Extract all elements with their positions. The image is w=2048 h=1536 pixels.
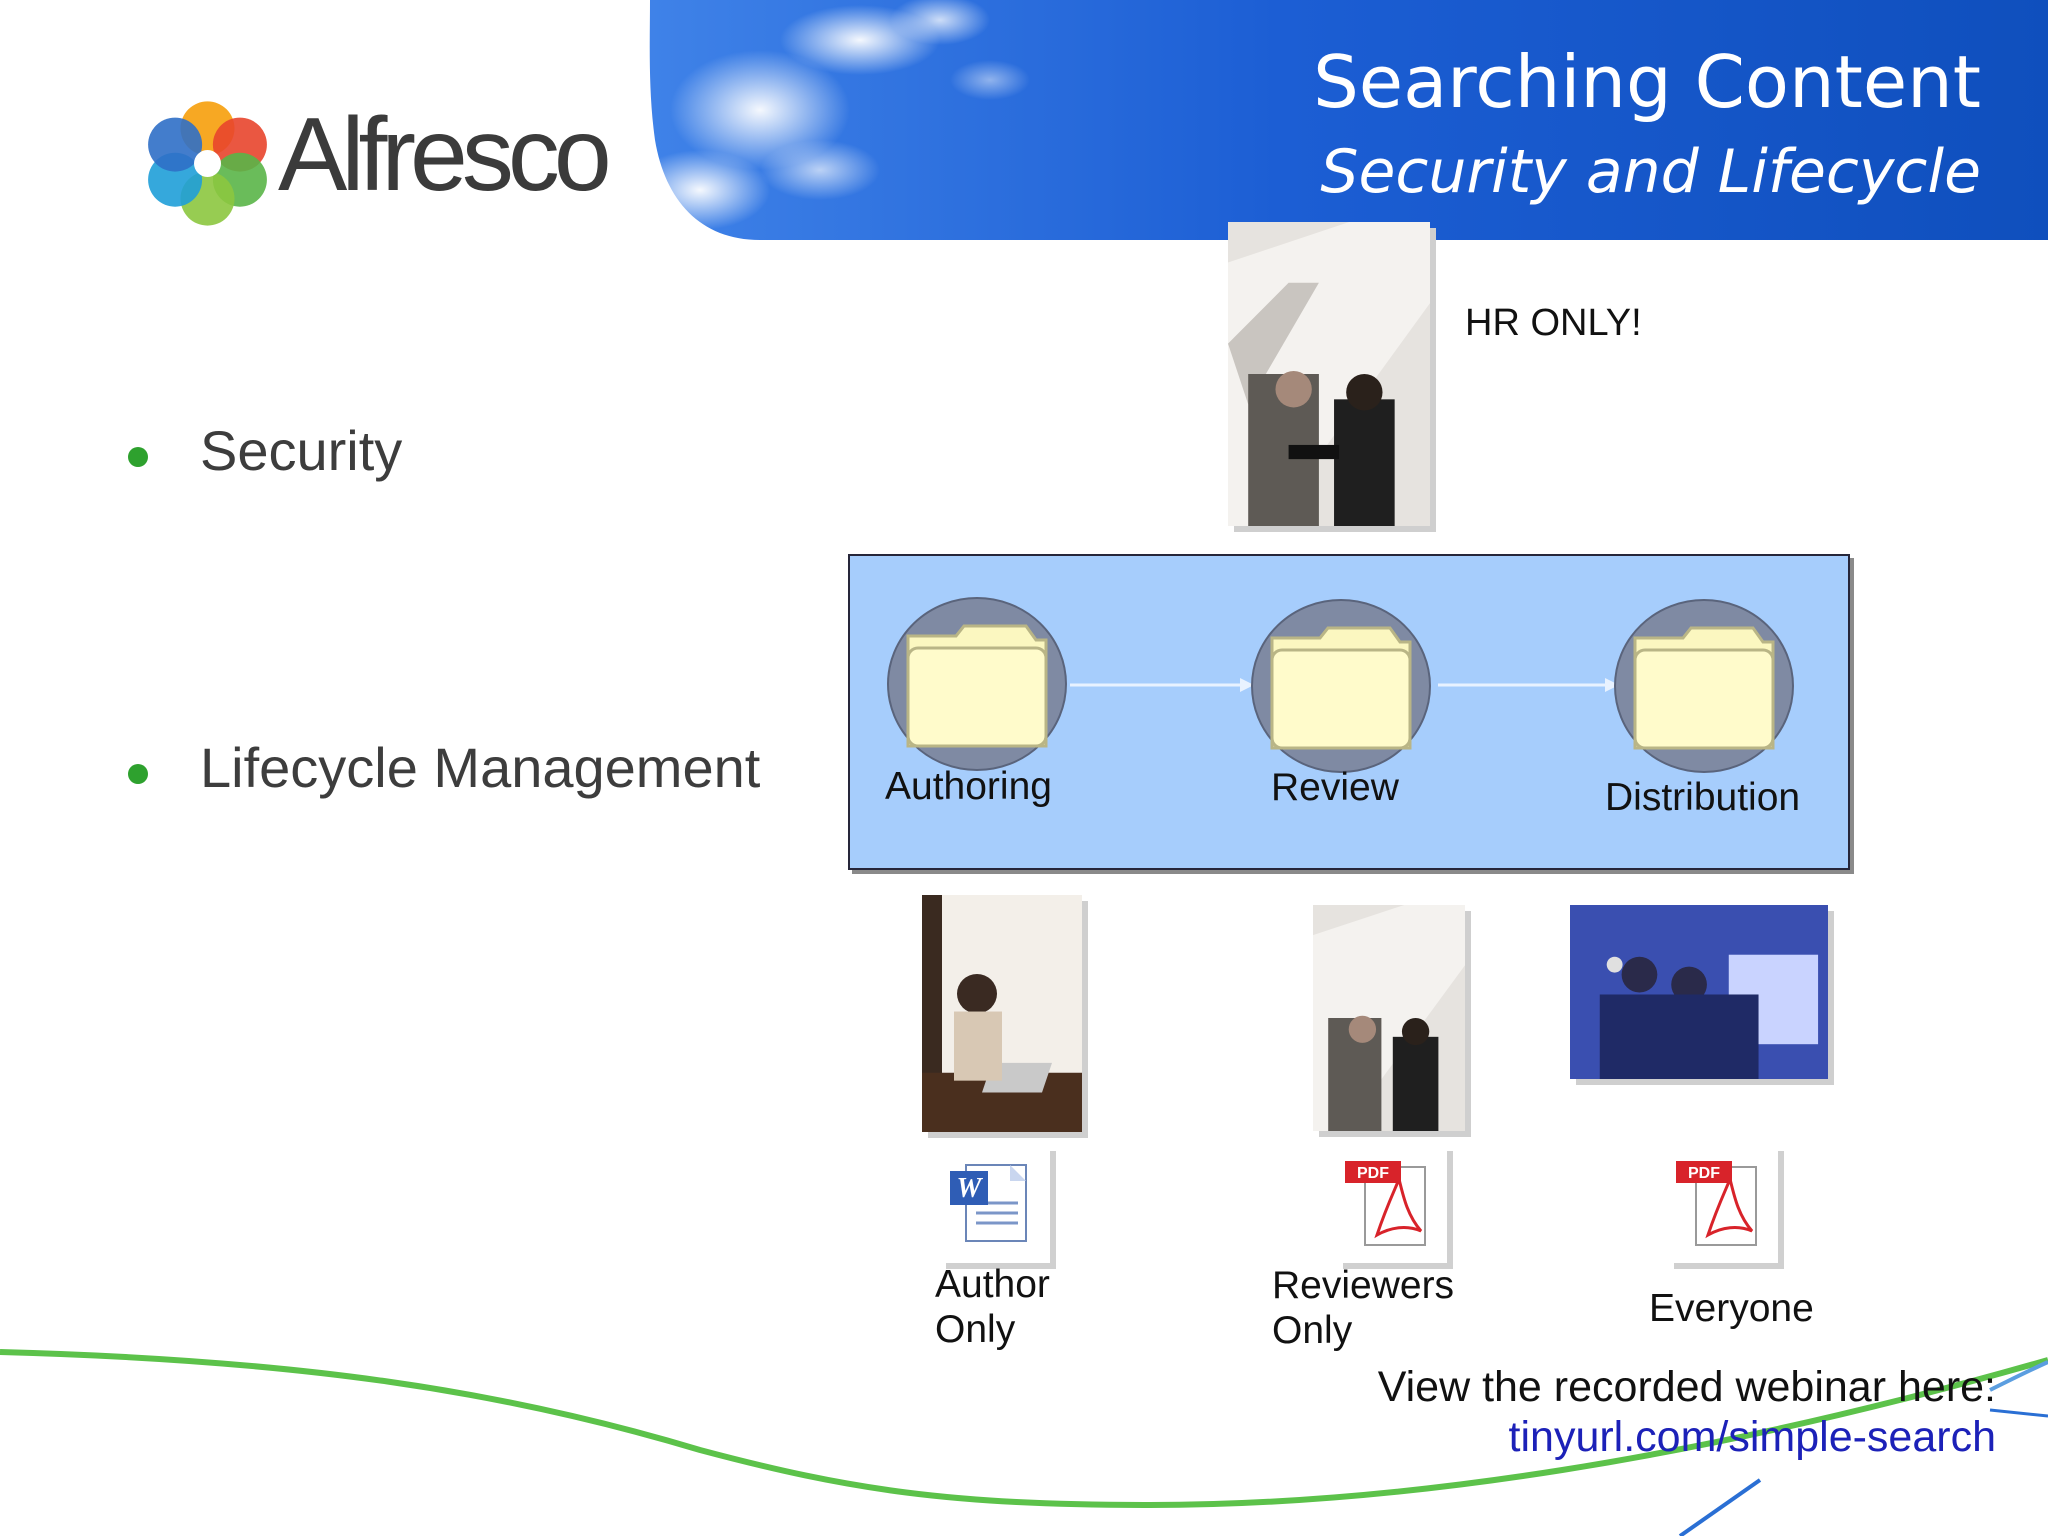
stage-distribution[interactable]: [1613, 598, 1795, 774]
caption-line: Everyone: [1649, 1287, 1814, 1330]
everyone-document[interactable]: PDF: [1668, 1145, 1778, 1263]
stage-label-authoring: Authoring: [885, 765, 1052, 808]
folder-icon: [887, 597, 1067, 771]
stage-review[interactable]: [1250, 598, 1432, 774]
security-note: HR ONLY!: [1465, 302, 1642, 344]
svg-text:PDF: PDF: [1357, 1165, 1389, 1182]
word-document-icon: W: [950, 1164, 1027, 1242]
webinar-link[interactable]: tinyurl.com/simple-search: [1508, 1413, 1996, 1461]
caption-line: Author: [935, 1263, 1050, 1306]
stage-label-distribution: Distribution: [1605, 776, 1801, 819]
bullet-marker: [128, 764, 148, 784]
caption-line: Only: [1272, 1309, 1353, 1352]
caption-reviewers-only: Reviewers Only: [1272, 1263, 1454, 1353]
bullet-lifecycle: Lifecycle Management: [200, 736, 761, 799]
slide-title: Searching Content: [1313, 40, 1981, 124]
logo-wordmark: Alfresco: [278, 97, 612, 213]
stage-label-review: Review: [1271, 766, 1399, 809]
webinar-text: View the recorded webinar here:: [1377, 1363, 1996, 1411]
pdf-document-icon: PDF: [1345, 1161, 1426, 1246]
author-document[interactable]: W: [940, 1145, 1050, 1263]
reviewers-photo: [1313, 905, 1465, 1131]
svg-text:W: W: [957, 1173, 984, 1204]
slide-subtitle: Security and Lifecycle: [1320, 137, 1981, 207]
author-photo: [922, 895, 1082, 1132]
bullet-security: Security: [200, 419, 403, 482]
bullet-marker: [128, 447, 148, 467]
alfresco-logo: Alfresco: [140, 96, 612, 236]
folder-icon: [1251, 599, 1431, 773]
stage-authoring[interactable]: [886, 596, 1068, 772]
everyone-photo: [1570, 905, 1828, 1079]
lifecycle-arrows: [1070, 678, 1619, 692]
caption-everyone: Everyone: [1649, 1286, 1814, 1331]
svg-text:PDF: PDF: [1688, 1165, 1720, 1182]
caption-line: Reviewers: [1272, 1264, 1455, 1307]
pdf-document-icon: PDF: [1676, 1161, 1757, 1246]
caption-author-only: Author Only: [935, 1262, 1050, 1352]
reviewers-document[interactable]: PDF: [1337, 1145, 1447, 1263]
caption-line: Only: [935, 1308, 1016, 1351]
alfresco-flower-icon: [148, 101, 267, 226]
hr-photo: [1228, 222, 1430, 526]
folder-icon: [1614, 599, 1794, 773]
